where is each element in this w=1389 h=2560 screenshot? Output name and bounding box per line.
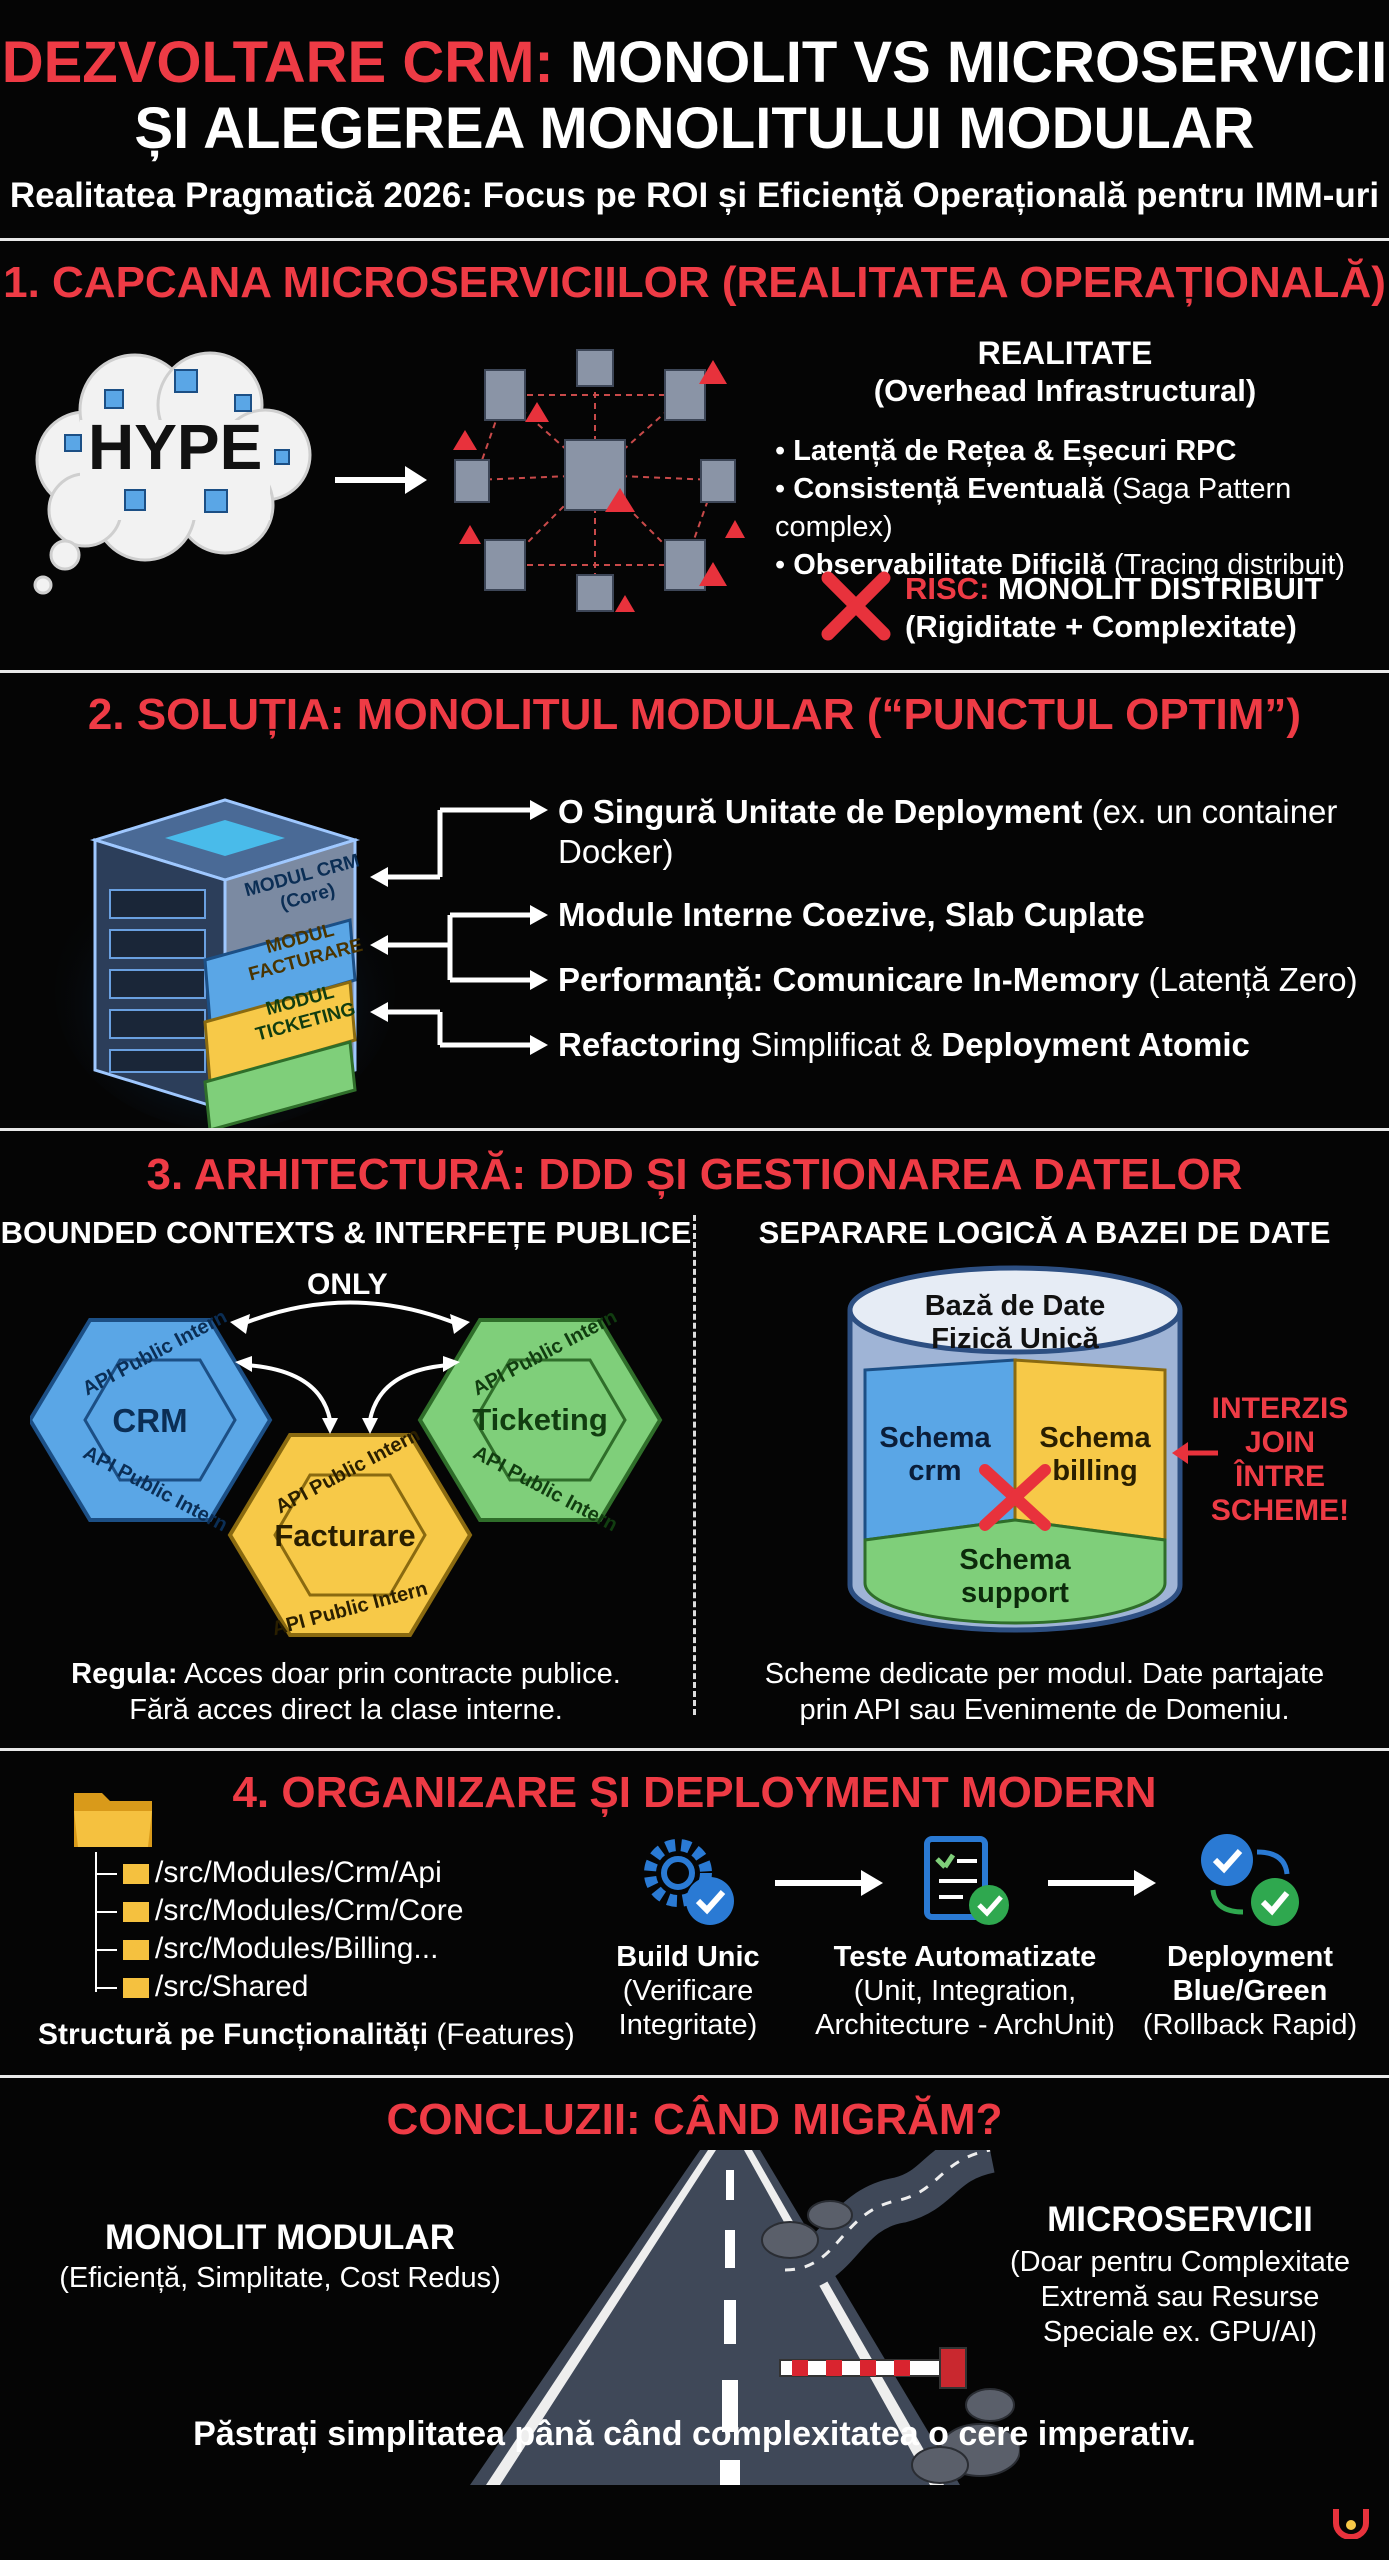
tree-item: /src/Shared xyxy=(95,1970,308,2004)
reality-bullets: • Latență de Rețea & Eșecuri RPC • Consi… xyxy=(775,432,1375,584)
hype-label: HYPE xyxy=(88,411,263,483)
bullet-latency: • Latență de Rețea & Eșecuri RPC xyxy=(775,435,1237,467)
feature-refactoring: Refactoring Simplificat & Deployment Ato… xyxy=(558,1026,1250,1063)
facturare-context: Facturare xyxy=(274,1518,416,1553)
section3-title: 3. ARHITECTURĂ: DDD ȘI GESTIONAREA DATEL… xyxy=(146,1150,1243,1199)
bounded-contexts-diagram xyxy=(30,1300,663,1637)
arrow-right-icon xyxy=(335,466,427,494)
tree-item: /src/Modules/Billing... xyxy=(95,1932,438,1966)
db-separation-heading: SEPARARE LOGICĂ A BAZEI DE DATE xyxy=(758,1215,1331,1250)
only-label: ONLY xyxy=(307,1268,388,1301)
modular-monolith-server-icon xyxy=(55,798,395,1130)
feature-single-deployment: O Singură Unitate de Deployment (ex. un … xyxy=(558,793,1338,870)
road-illustration xyxy=(470,2150,1020,2485)
divider xyxy=(0,1748,1389,1751)
cross-icon xyxy=(821,571,891,641)
feature-performance: Performanță: Comunicare In-Memory (Laten… xyxy=(558,961,1358,998)
title-line2: ȘI ALEGEREA MONOLITULUI MODULAR xyxy=(134,96,1255,161)
checklist-icon xyxy=(924,1836,1009,1925)
folder-icon xyxy=(74,1793,152,1847)
reality-title: REALITATE xyxy=(977,335,1153,371)
microservices-network-icon xyxy=(453,349,745,612)
divider xyxy=(0,670,1389,673)
arrow-left-icon xyxy=(1172,1442,1218,1464)
divider xyxy=(0,238,1389,241)
risk-text: RISC: MONOLIT DISTRIBUIT (Rigiditate + C… xyxy=(905,571,1324,644)
bullet-consistency: • Consistență Eventuală (Saga Pattern co… xyxy=(775,473,1292,543)
vertical-divider xyxy=(693,1215,696,1715)
main-title: DEZVOLTARE CRM: MONOLIT VS MICROSERVICII… xyxy=(0,30,1389,162)
feature-cohesive-modules: Module Interne Coezive, Slab Cuplate xyxy=(558,896,1145,933)
brand-logo-icon xyxy=(1333,2509,1369,2539)
conclusion-right-title: MICROSERVICII xyxy=(1047,2200,1313,2239)
crm-context: CRM xyxy=(112,1402,188,1439)
ticketing-context: Ticketing xyxy=(472,1402,608,1437)
bounded-contexts-heading: BOUNDED CONTEXTS & INTERFEȚE PUBLICE xyxy=(0,1215,692,1250)
folder-tree xyxy=(95,1852,127,1992)
conclusion-left-title: MONOLIT MODULAR xyxy=(105,2218,455,2257)
arrow-right-icon xyxy=(775,1870,883,1896)
database-cylinder-icon xyxy=(847,1265,1183,1633)
conclusion-left-subtitle: (Eficiență, Simplitate, Cost Redus) xyxy=(59,2262,501,2294)
divider xyxy=(0,2075,1389,2078)
structure-caption: Structură pe Funcționalități (Features) xyxy=(38,2018,575,2051)
title-red: DEZVOLTARE CRM: xyxy=(1,30,554,95)
bullet-observability: • Observabilitate Dificilă (Tracing dist… xyxy=(775,549,1345,581)
db-note: Scheme dedicate per modul. Date partajat… xyxy=(764,1658,1325,1726)
gears-icon xyxy=(644,1839,734,1925)
section2-title: 2. SOLUȚIA: MONOLITUL MODULAR (“PUNCTUL … xyxy=(87,690,1302,739)
hype-cloud xyxy=(33,351,312,595)
arrow-right-icon xyxy=(1048,1870,1156,1896)
reality-subtitle: (Overhead Infrastructural) xyxy=(873,373,1257,408)
rule-text: Regula: Acces doar prin contracte public… xyxy=(71,1658,621,1726)
subtitle: Realitatea Pragmatică 2026: Focus pe ROI… xyxy=(9,176,1380,215)
section4-title: 4. ORGANIZARE ȘI DEPLOYMENT MODERN xyxy=(232,1768,1157,1817)
title-white: MONOLIT VS MICROSERVICII xyxy=(569,30,1388,95)
section1-title: 1. CAPCANA MICROSERVICIILOR (REALITATEA … xyxy=(3,258,1386,307)
connector-arrows xyxy=(370,800,548,1055)
tree-item: /src/Modules/Crm/Api xyxy=(95,1856,442,1890)
footer-message: Păstrați simplitatea până când complexit… xyxy=(193,2415,1196,2453)
conclusions-title: CONCLUZII: CÂND MIGRĂM? xyxy=(386,2095,1003,2144)
step-tests: Teste Automatizate(Unit, Integration,Arc… xyxy=(815,1941,1115,2041)
blue-green-deploy-icon xyxy=(1201,1834,1299,1926)
tree-item: /src/Modules/Crm/Core xyxy=(95,1894,463,1928)
divider xyxy=(0,1128,1389,1131)
